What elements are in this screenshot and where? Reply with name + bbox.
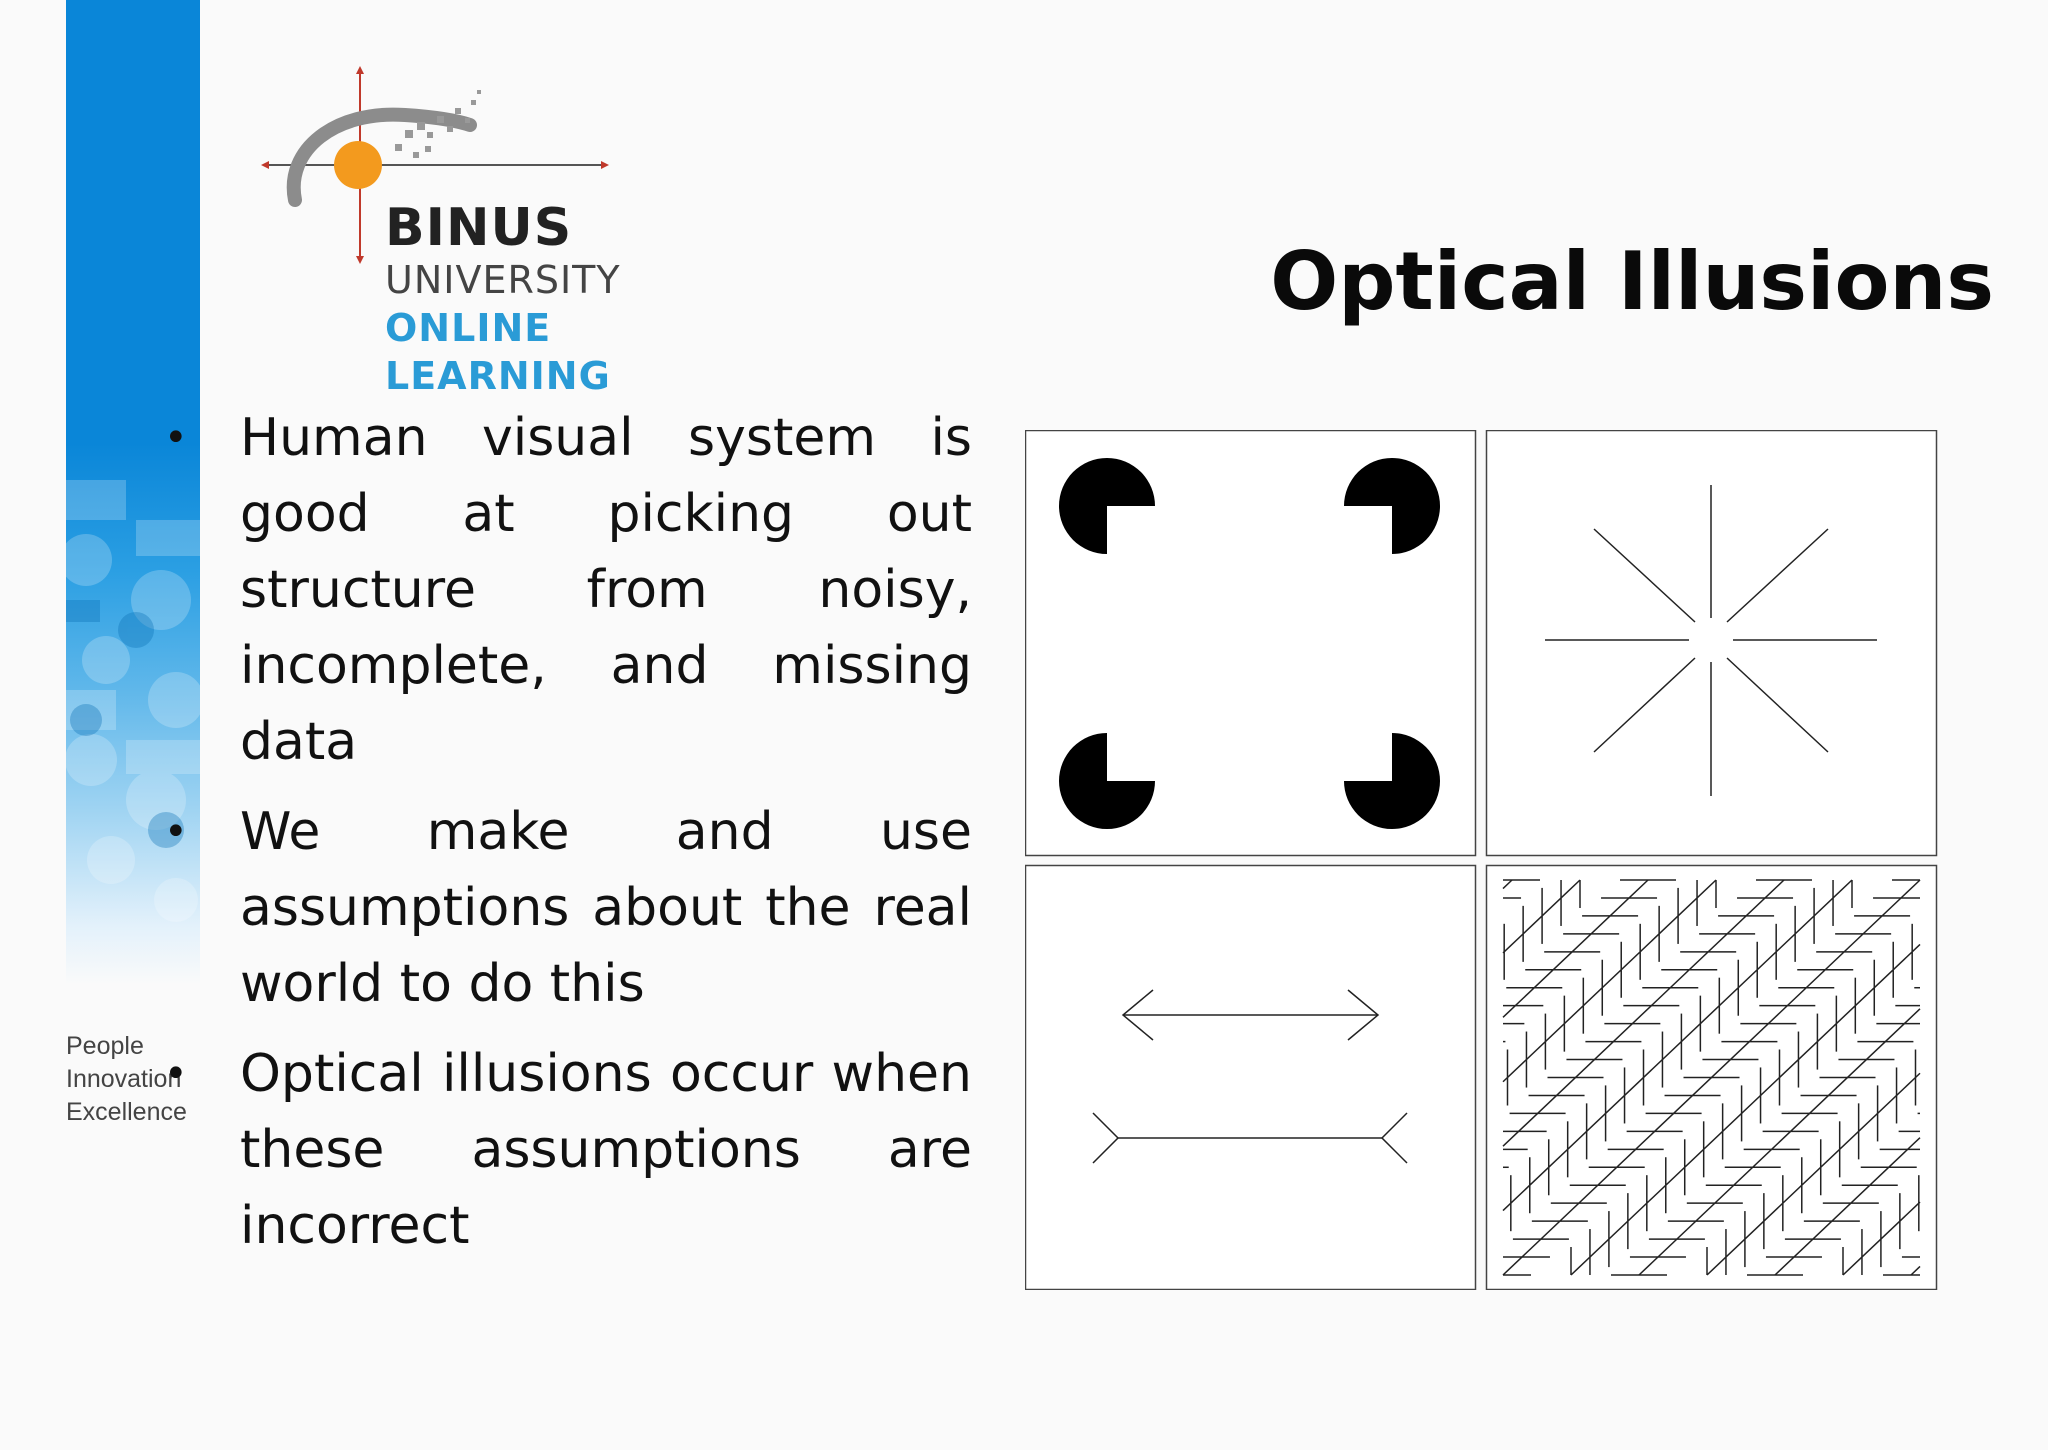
zollner-line xyxy=(1502,879,1513,890)
tagline-innovation: Innovation xyxy=(66,1065,182,1093)
tagline-people: People xyxy=(66,1032,144,1060)
zollner-line xyxy=(1774,1137,1921,1276)
logo-learning: LEARNING xyxy=(385,354,611,398)
logo-online: ONLINE xyxy=(385,306,552,350)
logo-binus: BINUS xyxy=(385,198,573,258)
zollner-line xyxy=(1502,879,1785,1147)
bullet-text: We make and use assumptions about the re… xyxy=(240,802,972,1014)
zollner-line xyxy=(1910,1265,1921,1276)
optical-illusions-figure xyxy=(1025,430,1938,1290)
panel-muller-lyer xyxy=(1025,864,1477,1290)
bullet-dot-icon: • xyxy=(164,1051,188,1097)
tagline-excellence: Excellence xyxy=(66,1098,187,1126)
bullet-item: • We make and use assumptions about the … xyxy=(160,794,972,1022)
bullet-item: • Optical illusions occur when these ass… xyxy=(160,1036,972,1264)
bullet-item: • Human visual system is good at picking… xyxy=(160,400,972,780)
panel-illusory-circle xyxy=(1485,430,1938,857)
bullet-text: Optical illusions occur when these assum… xyxy=(240,1044,972,1256)
bullet-dot-icon: • xyxy=(164,809,188,855)
zollner-line xyxy=(1706,1072,1921,1276)
zollner-line xyxy=(1638,1008,1921,1276)
zollner-line xyxy=(1502,879,1853,1212)
binus-logo-mark xyxy=(261,66,609,264)
bullet-dot-icon: • xyxy=(164,415,188,461)
sidebar-pattern xyxy=(66,480,200,922)
panel-kanizsa-square xyxy=(1025,430,1477,857)
bullet-list: • Human visual system is good at picking… xyxy=(160,400,972,1278)
panel-zollner xyxy=(1485,864,1938,1290)
zollner-line xyxy=(1502,879,1717,1083)
decorative-sidebar xyxy=(66,0,200,985)
zollner-line xyxy=(1502,879,1649,1018)
binus-logo-text: BINUS UNIVERSITY ONLINE LEARNING xyxy=(385,200,621,400)
logo-university: UNIVERSITY xyxy=(385,258,621,302)
slide-title: Optical Illusions xyxy=(1270,235,1994,328)
zollner-line xyxy=(1570,943,1921,1276)
tagline: People Innovation Excellence xyxy=(66,1030,187,1129)
bullet-text: Human visual system is good at picking o… xyxy=(240,408,972,772)
